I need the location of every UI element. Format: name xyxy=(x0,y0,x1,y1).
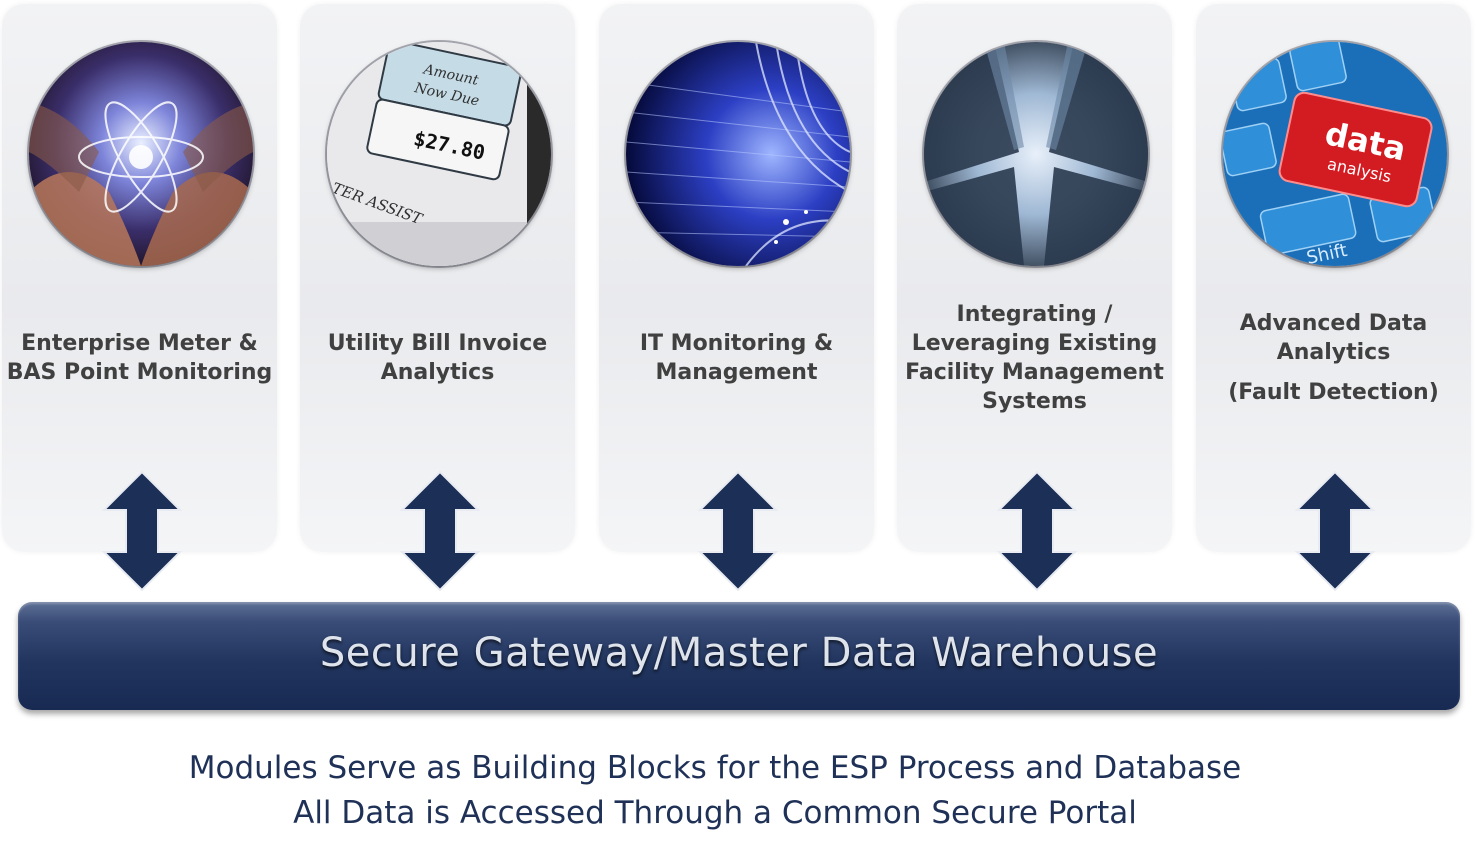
footer-line-2: All Data is Accessed Through a Common Se… xyxy=(293,795,1137,831)
module-card-it-monitoring: IT Monitoring & Management xyxy=(599,4,874,552)
double-arrow-icon xyxy=(697,470,779,592)
utility-bill-icon: Amount Now Due $27.80 TER ASSIST xyxy=(327,42,551,266)
double-arrow-icon xyxy=(996,470,1078,592)
skyscrapers-icon xyxy=(924,42,1148,266)
gateway-banner: Secure Gateway/Master Data Warehouse xyxy=(18,602,1460,710)
double-arrow-icon xyxy=(101,470,183,592)
module-label: Integrating / Leveraging Existing Facili… xyxy=(905,302,1164,414)
module-label: IT Monitoring & Management xyxy=(639,331,834,385)
module-label: Advanced Data Analytics (Fault Detection… xyxy=(1228,311,1439,405)
module-label: Enterprise Meter & BAS Point Monitoring xyxy=(6,331,273,385)
binary-network-icon xyxy=(626,42,850,266)
module-label: Utility Bill Invoice Analytics xyxy=(327,331,548,385)
footer-line-1: Modules Serve as Building Blocks for the… xyxy=(188,750,1242,786)
module-card-facility-systems: Integrating / Leveraging Existing Facili… xyxy=(897,4,1172,552)
atom-in-hands-icon xyxy=(29,42,253,266)
module-card-utility-bill: Amount Now Due $27.80 TER ASSIST Utility… xyxy=(300,4,575,552)
double-arrow-icon xyxy=(399,470,481,592)
module-card-meter-monitoring: Enterprise Meter & BAS Point Monitoring xyxy=(2,4,277,552)
data-analysis-key-icon: data analysis Shift xyxy=(1223,42,1447,266)
banner-title: Secure Gateway/Master Data Warehouse xyxy=(319,630,1159,676)
module-card-data-analytics: data analysis Shift Advanced Data Analyt… xyxy=(1196,4,1471,552)
double-arrow-icon xyxy=(1294,470,1376,592)
